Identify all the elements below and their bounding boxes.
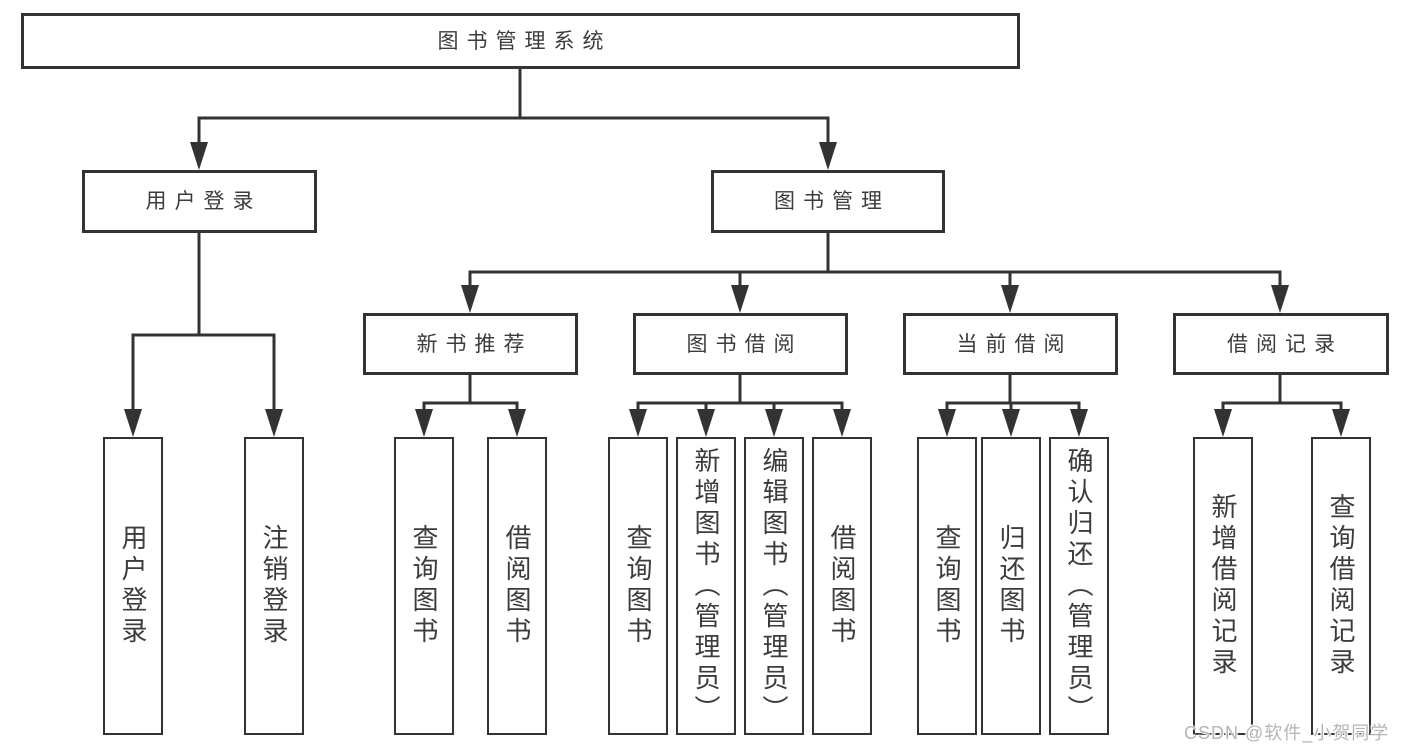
connector-current-borrow xyxy=(938,373,1088,437)
node-leaf-nbr-borrow-books: 借阅图书 xyxy=(487,437,547,735)
node-root: 图书管理系统 xyxy=(21,13,1020,69)
arrowhead-icon xyxy=(731,285,749,313)
connector-book-management xyxy=(461,231,1289,313)
node-current-borrow: 当前借阅 xyxy=(903,313,1118,375)
node-leaf-bb-query-books: 查询图书 xyxy=(608,437,668,735)
node-leaf-br-query-record: 查询借阅记录 xyxy=(1311,437,1371,735)
node-borrow-record: 借阅记录 xyxy=(1173,313,1389,375)
csdn-watermark: CSDN @软件_小贺同学 xyxy=(1184,723,1390,743)
arrowhead-icon xyxy=(1271,285,1289,313)
connector-borrow-record xyxy=(1214,373,1350,437)
node-leaf-cb-query-books: 查询图书 xyxy=(917,437,977,735)
node-leaf-bb-add-books-admin: 新增图书（管理员） xyxy=(676,437,736,735)
arrowhead-icon xyxy=(190,142,208,170)
arrowhead-icon xyxy=(819,142,837,170)
connector-book-borrow xyxy=(629,373,851,437)
arrowhead-icon xyxy=(629,409,647,437)
node-leaf-bb-borrow-books: 借阅图书 xyxy=(812,437,872,735)
node-leaf-user-login: 用户登录 xyxy=(103,437,163,735)
connector-root xyxy=(190,67,837,170)
node-user-login: 用户登录 xyxy=(82,170,317,233)
arrowhead-icon xyxy=(1070,409,1088,437)
node-leaf-cb-confirm-return-admin: 确认归还（管理员） xyxy=(1049,437,1109,735)
arrowhead-icon xyxy=(1001,285,1019,313)
arrowhead-icon xyxy=(765,409,783,437)
node-new-book-recommend: 新书推荐 xyxy=(363,313,578,375)
node-leaf-cb-return-books: 归还图书 xyxy=(981,437,1041,735)
node-leaf-nbr-query-books: 查询图书 xyxy=(394,437,454,735)
node-book-management: 图书管理 xyxy=(711,170,945,233)
arrowhead-icon xyxy=(461,285,479,313)
arrowhead-icon xyxy=(124,409,142,437)
node-leaf-logout: 注销登录 xyxy=(244,437,304,735)
node-book-borrow: 图书借阅 xyxy=(633,313,848,375)
arrowhead-icon xyxy=(833,409,851,437)
node-leaf-bb-edit-books-admin: 编辑图书（管理员） xyxy=(744,437,804,735)
arrowhead-icon xyxy=(1332,409,1350,437)
arrowhead-icon xyxy=(415,409,433,437)
arrowhead-icon xyxy=(938,409,956,437)
connector-user-login xyxy=(124,231,283,437)
arrowhead-icon xyxy=(508,409,526,437)
arrowhead-icon xyxy=(1214,409,1232,437)
arrowhead-icon xyxy=(265,409,283,437)
node-leaf-br-add-record: 新增借阅记录 xyxy=(1193,437,1253,735)
arrowhead-icon xyxy=(697,409,715,437)
connector-new-book-recommend xyxy=(415,373,526,437)
arrowhead-icon xyxy=(1002,409,1020,437)
